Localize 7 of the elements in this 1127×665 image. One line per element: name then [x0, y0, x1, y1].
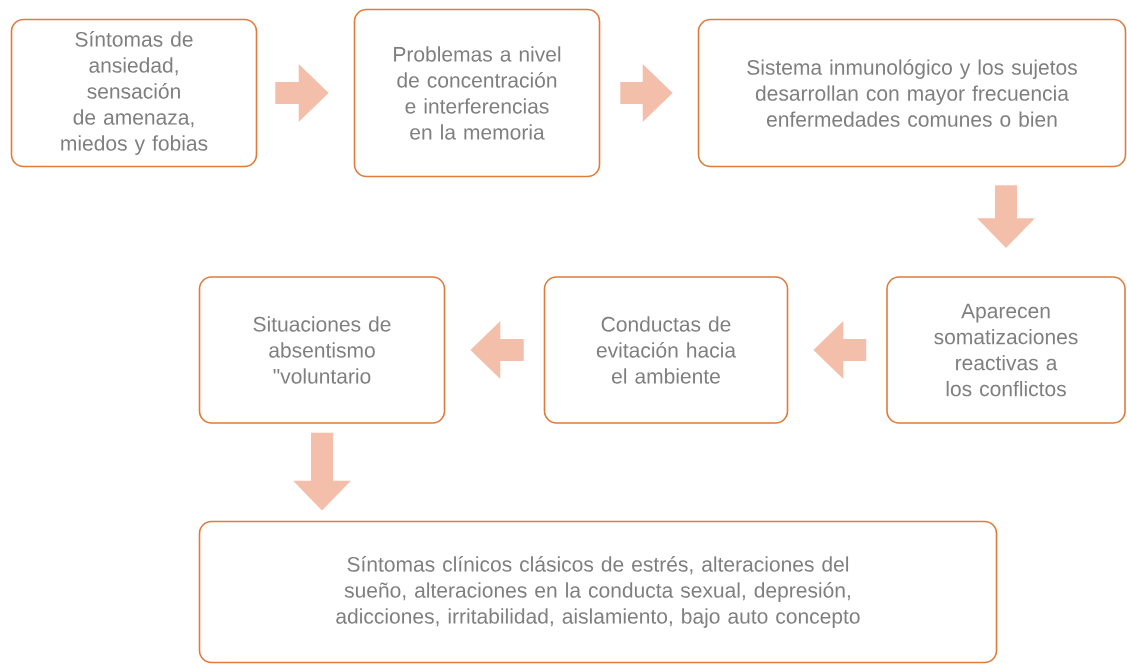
process-box: Situaciones de absentismo "voluntario [198, 276, 446, 424]
process-box: Sistema inmunológico y los sujetos desarrollan con mayor frecuencia enfermedades comunes o bien [697, 18, 1127, 168]
process-box: Síntomas clínicos clásicos de estrés, alteraciones del sueño, alteraciones en la conducta sexual, depresión, adicciones, irritabilidad, aislamiento, bajo auto concepto [198, 520, 998, 664]
process-box: Conductas de evitación hacia el ambiente [543, 276, 789, 424]
process-box: Problemas a nivel de concentración e interferencias en la memoria [353, 8, 601, 178]
process-box: Aparecen somatizaciones reactivas a los conflictos [886, 276, 1126, 424]
process-box: Síntomas de ansiedad, sensación de amenaza, miedos y fobias [10, 18, 258, 168]
